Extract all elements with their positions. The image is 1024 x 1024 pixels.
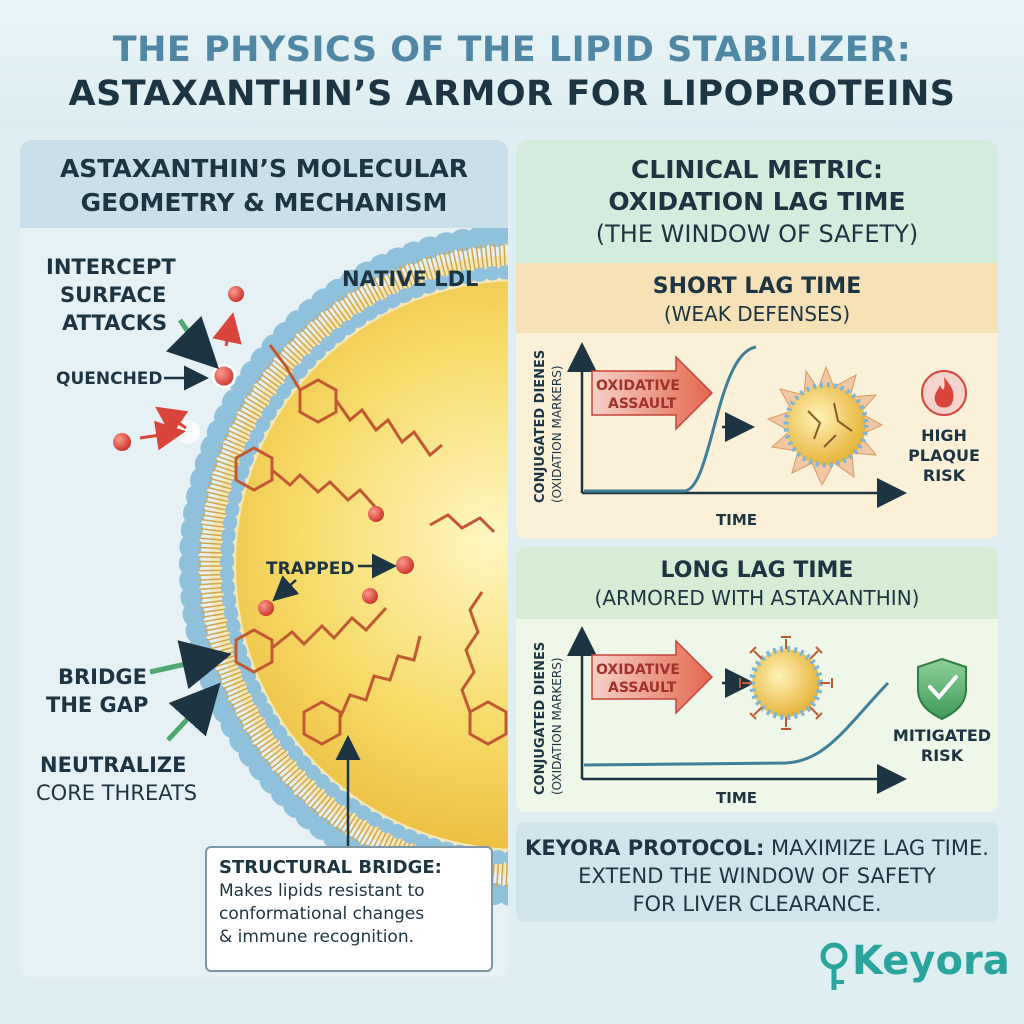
short-x-label: TIME: [716, 511, 757, 529]
structural-bridge-callout: STRUCTURAL BRIDGE: Makes lipids resistan…: [205, 846, 493, 972]
neutralize-arrow: [166, 682, 221, 742]
key-icon: [820, 942, 848, 990]
label-neutralize-2: CORE THREATS: [36, 781, 198, 805]
astaxanthin-molecules: [234, 344, 508, 746]
radical-surface-2: [113, 433, 131, 451]
protocol-line-1-rest: MAXIMIZE LAG TIME.: [764, 836, 989, 860]
title-banner: THE PHYSICS OF THE LIPID STABILIZER: AST…: [0, 0, 1024, 130]
fire-icon: [921, 370, 967, 416]
intercept-arrow: [166, 316, 220, 370]
callout-body-1: Makes lipids resistant to: [219, 881, 425, 901]
mechanism-heading: ASTAXANTHIN’S MOLECULAR GEOMETRY & MECHA…: [20, 140, 508, 228]
long-curve: [583, 681, 890, 767]
short-lag-heading: SHORT LAG TIME (WEAK DEFENSES): [516, 263, 998, 333]
short-lag-subtitle: (WEAK DEFENSES): [663, 302, 851, 326]
radical-quenched: [211, 363, 237, 389]
long-y-label-2: (OXIDATION MARKERS): [550, 657, 564, 795]
clinical-heading-line-1: CLINICAL METRIC:: [630, 155, 884, 184]
radical-surface-1: [228, 286, 244, 302]
long-assault-label-1: OXIDATIVE: [596, 662, 680, 678]
protocol-line-1: KEYORA PROTOCOL: MAXIMIZE LAG TIME.: [516, 834, 998, 862]
clinical-metric-heading: CLINICAL METRIC: OXIDATION LAG TIME (THE…: [516, 140, 998, 264]
short-y-label-2: (OXIDATION MARKERS): [550, 365, 564, 503]
radical-deflect-arrow-2: [155, 406, 189, 436]
protocol-line-2: EXTEND THE WINDOW OF SAFETY: [578, 864, 936, 888]
label-bridge-1: BRIDGE: [58, 665, 148, 689]
short-assault-label-1: OXIDATIVE: [596, 378, 680, 394]
bridge-arrow: [149, 640, 232, 690]
radical-trapped-1: [368, 506, 384, 522]
short-risk-2: PLAQUE: [908, 446, 980, 465]
callout-body-2: conformational changes: [219, 904, 425, 924]
mechanism-heading-line-2: GEOMETRY & MECHANISM: [80, 188, 448, 217]
radical-deflect-arrow: [212, 312, 242, 347]
label-intercept-1: INTERCEPT: [46, 255, 176, 279]
short-risk-1: HIGH: [921, 426, 967, 445]
long-assault-label-2: ASSAULT: [608, 680, 677, 696]
long-y-label-1: CONJUGATED DIENES: [533, 642, 548, 795]
long-assault-arrow: [591, 639, 714, 715]
armored-ldl-particle: [739, 636, 833, 730]
membrane-outer-ring: [179, 228, 508, 906]
long-x-label: TIME: [716, 789, 757, 807]
trapped-arrow-2: [272, 575, 300, 602]
short-lag-section: SHORT LAG TIME (WEAK DEFENSES) CONJUGATE…: [516, 263, 998, 539]
protocol-bold: KEYORA PROTOCOL:: [525, 836, 765, 860]
long-lag-heading: LONG LAG TIME (ARMORED WITH ASTAXANTHIN): [516, 547, 998, 619]
keyora-protocol-box: KEYORA PROTOCOL: MAXIMIZE LAG TIME. EXTE…: [516, 822, 998, 922]
label-native-ldl: NATIVE LDL: [342, 267, 479, 291]
short-y-label-1: CONJUGATED DIENES: [533, 350, 548, 503]
mechanism-heading-line-1: ASTAXANTHIN’S MOLECULAR: [59, 154, 469, 183]
callout-title: STRUCTURAL BRIDGE:: [219, 857, 442, 878]
long-risk-1: MITIGATED: [893, 726, 991, 745]
label-intercept-3: ATTACKS: [62, 311, 168, 335]
shield-check-icon: [917, 657, 967, 721]
title-line-1: THE PHYSICS OF THE LIPID STABILIZER:: [112, 30, 912, 70]
clinical-heading-line-2: OXIDATION LAG TIME: [608, 187, 906, 216]
long-risk-2: RISK: [921, 746, 964, 765]
damaged-ldl-particle: [766, 365, 884, 487]
callout-body-3: & immune recognition.: [219, 927, 414, 947]
radical-trapped-4: [362, 588, 378, 604]
radical-incoming-arrow: [139, 420, 186, 451]
logo-text: Keyora: [852, 938, 1010, 984]
short-lag-title: SHORT LAG TIME: [652, 274, 862, 299]
label-neutralize-1: NEUTRALIZE: [40, 753, 187, 777]
short-curve: [584, 345, 757, 493]
protocol-line-3: FOR LIVER CLEARANCE.: [632, 892, 882, 916]
short-assault-label-2: ASSAULT: [608, 396, 677, 412]
title-line-2: ASTAXANTHIN’S ARMOR FOR LIPOPROTEINS: [68, 74, 956, 114]
label-bridge-2: THE GAP: [46, 693, 149, 717]
radical-trapped-3: [258, 600, 274, 616]
label-quenched: QUENCHED: [56, 369, 163, 389]
long-lag-title: LONG LAG TIME: [660, 558, 854, 583]
radical-trapped-2: [396, 556, 414, 574]
long-lag-graph: CONJUGATED DIENES (OXIDATION MARKERS) TI…: [533, 626, 991, 807]
label-intercept-2: SURFACE: [60, 283, 167, 307]
long-lag-section: LONG LAG TIME (ARMORED WITH ASTAXANTHIN)…: [516, 547, 998, 812]
short-risk-3: RISK: [923, 466, 966, 485]
short-lag-graph: CONJUGATED DIENES (OXIDATION MARKERS) TI…: [533, 342, 980, 529]
long-lag-subtitle: (ARMORED WITH ASTAXANTHIN): [594, 586, 920, 610]
label-trapped: TRAPPED: [266, 559, 355, 579]
membrane-inner-ring: [220, 265, 508, 865]
clinical-heading-line-3: (THE WINDOW OF SAFETY): [595, 220, 919, 248]
short-assault-arrow: [591, 355, 714, 431]
keyora-logo: Keyora: [816, 936, 1010, 996]
